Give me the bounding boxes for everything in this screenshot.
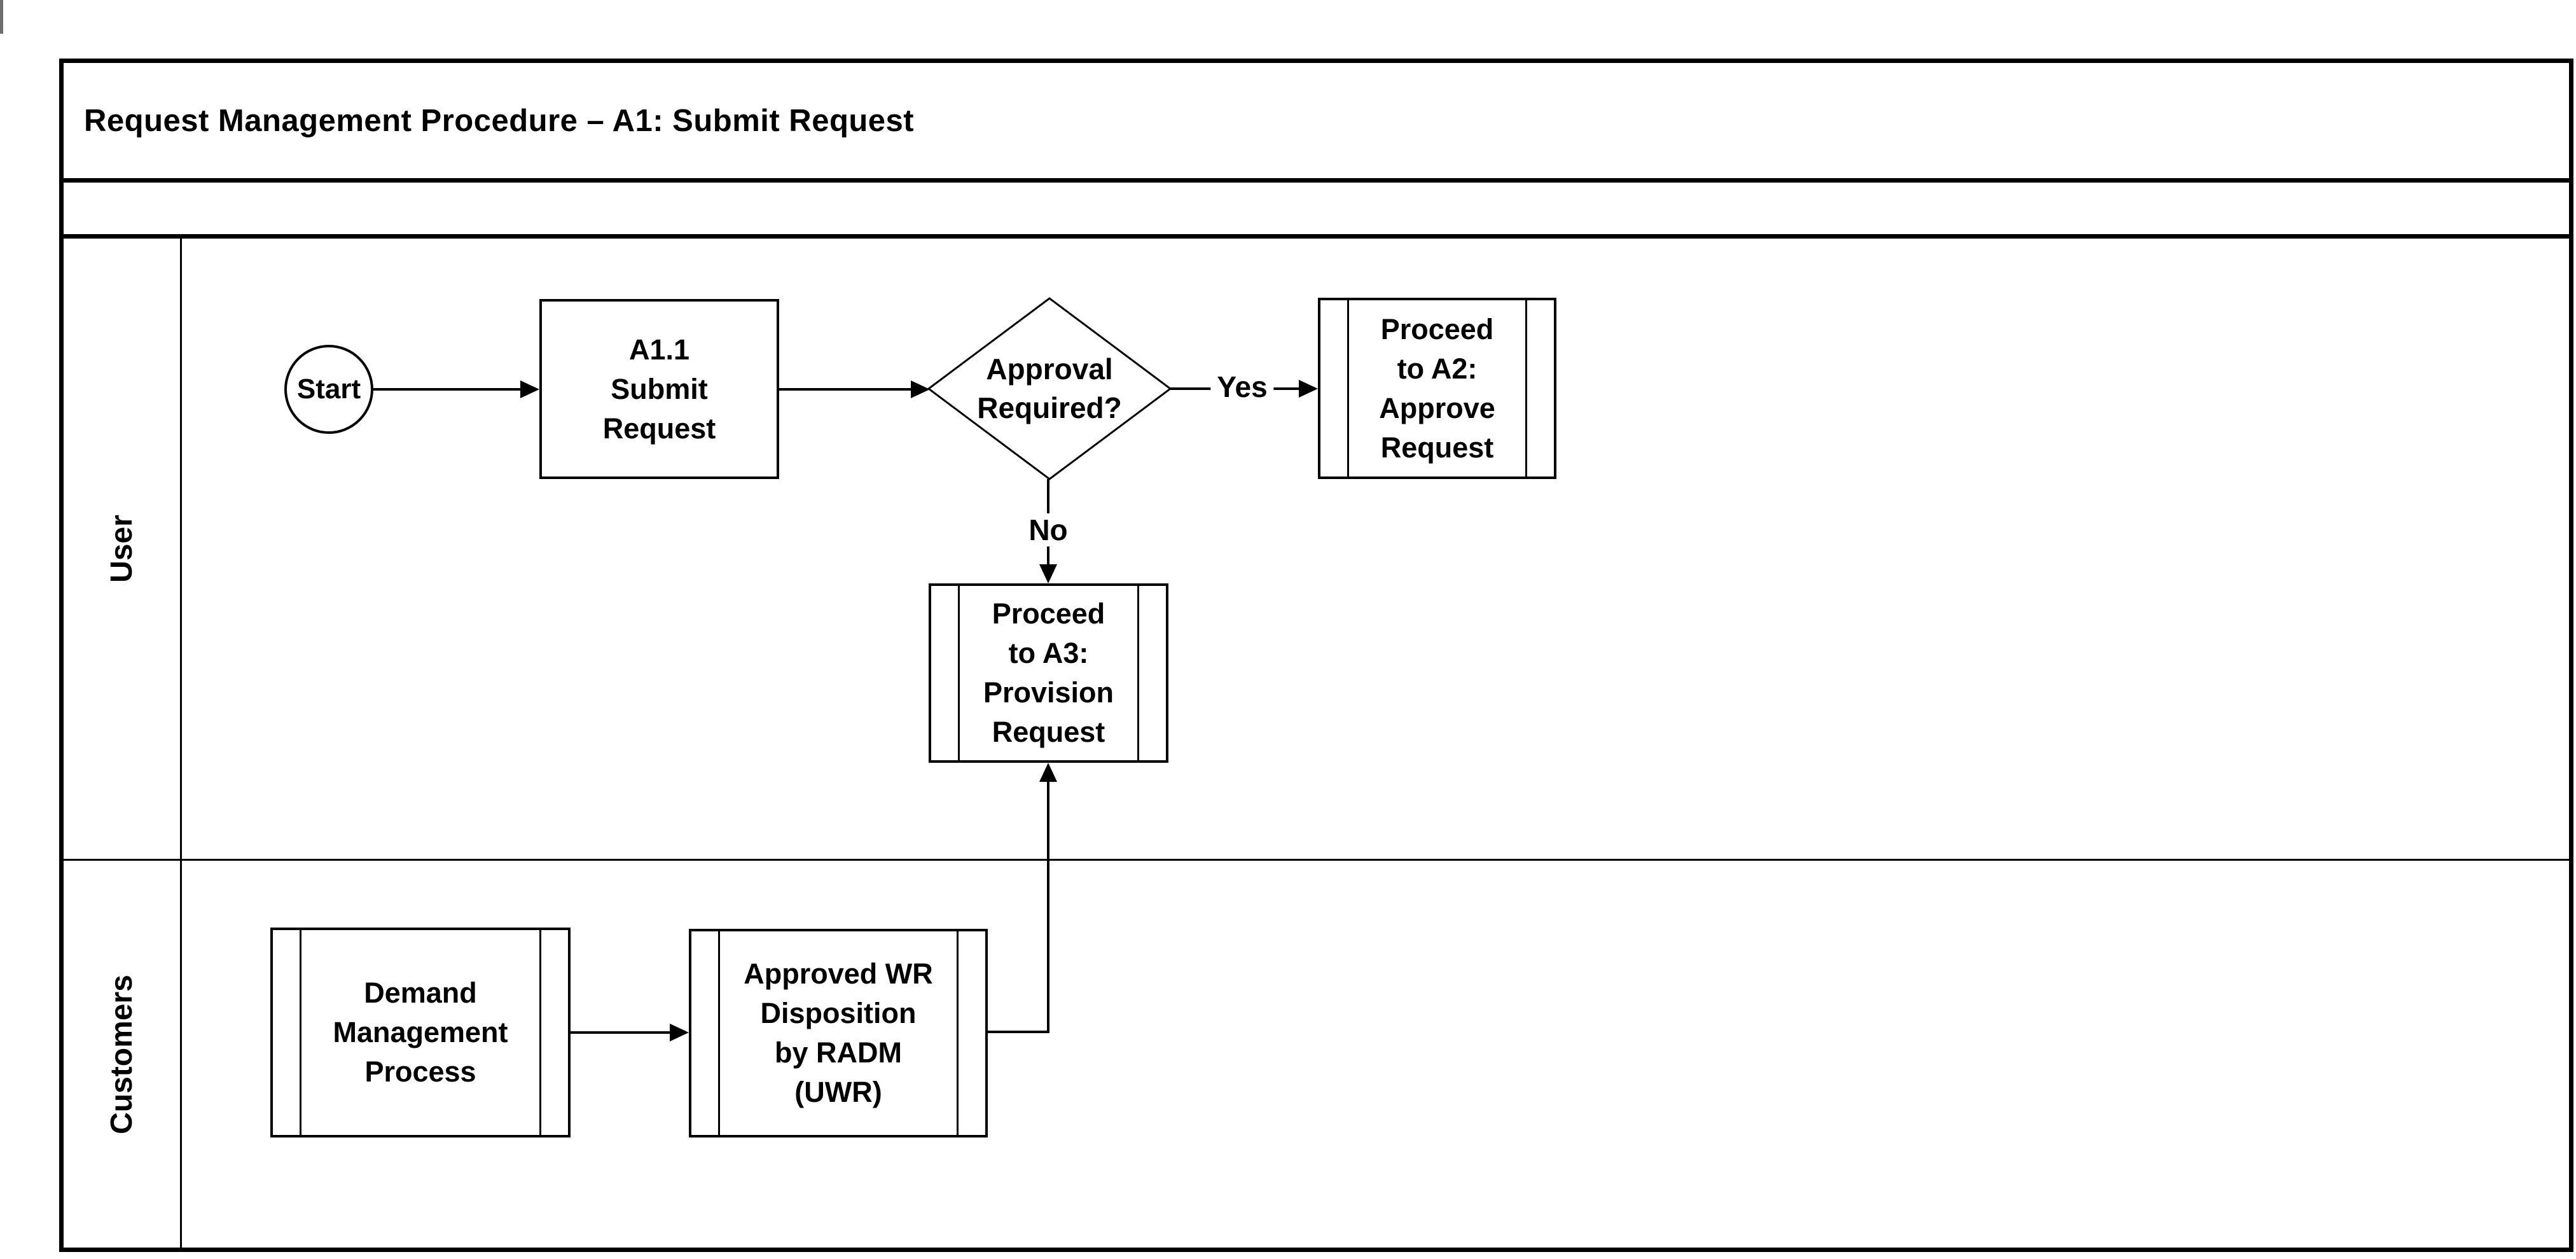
subprocess-bar-left — [718, 931, 720, 1135]
edge-awr-to-a3-horizontal — [988, 1031, 1049, 1033]
arrowhead-a11-to-decision — [911, 380, 930, 398]
arrowhead-demand-to-awr — [670, 1024, 689, 1041]
edge-label-yes: Yes — [1210, 370, 1274, 403]
decision-line: Approval — [986, 352, 1113, 386]
subprocess-proceed-a3: Proceed to A3: Provision Request — [929, 583, 1168, 763]
title-band-divider — [64, 178, 2569, 183]
subprocess-awr-line: by RADM — [775, 1036, 902, 1069]
subprocess-a3-line: to A3: — [1008, 637, 1089, 669]
subprocess-awr-line: (UWR) — [794, 1076, 882, 1108]
subprocess-awr-line: Approved WR — [744, 957, 933, 990]
subprocess-approved-wr-disposition: Approved WR Disposition by RADM (UWR) — [689, 929, 988, 1137]
page-title: Request Management Procedure – A1: Submi… — [84, 103, 915, 138]
process-a11-line: A1.1 — [628, 333, 690, 366]
subprocess-demand-line: Process — [364, 1055, 476, 1088]
lane-customers: Customers — [64, 861, 180, 1248]
process-a11-line: Submit — [611, 372, 708, 405]
subprocess-a2-line: Request — [1380, 431, 1494, 464]
subprocess-bar-right — [1137, 586, 1139, 760]
decision-line: Required? — [977, 391, 1122, 424]
corner-mark — [0, 0, 3, 34]
subprocess-a2-line: to A2: — [1397, 352, 1478, 385]
subprocess-bar-left — [300, 930, 301, 1135]
subprocess-bar-left — [1347, 300, 1349, 476]
arrowhead-start-to-a11 — [520, 380, 539, 398]
subprocess-bar-left — [958, 586, 960, 760]
decision-diamond-shape — [927, 297, 1172, 480]
subprocess-a2-line: Proceed — [1380, 312, 1494, 345]
lane-user-label: User — [104, 515, 139, 583]
start-node-label: Start — [296, 373, 361, 405]
subprocess-a3-line: Proceed — [992, 597, 1105, 630]
subprocess-awr-line: Disposition — [760, 997, 917, 1029]
arrowhead-decision-no — [1039, 564, 1057, 583]
subprocess-bar-right — [1525, 300, 1527, 476]
edge-a11-to-decision — [779, 388, 911, 391]
subprocess-bar-right — [539, 930, 541, 1135]
edge-label-no: No — [1022, 513, 1074, 546]
subprocess-demand-line: Demand — [364, 977, 477, 1009]
decision-approval-required: Approval Required? — [927, 297, 1172, 480]
arrowhead-awr-to-a3 — [1039, 763, 1057, 782]
lane-customers-label: Customers — [105, 974, 139, 1134]
subprocess-demand-management: Demand Management Process — [270, 928, 571, 1137]
process-a11-line: Request — [602, 412, 716, 445]
lane-divider — [64, 859, 2569, 861]
subtitle-band-divider — [64, 234, 2569, 239]
subprocess-demand-line: Management — [333, 1016, 508, 1048]
subprocess-a3-line: Provision — [983, 676, 1114, 709]
subprocess-proceed-a2: Proceed to A2: Approve Request — [1318, 298, 1556, 479]
edge-awr-to-a3-vertical — [1047, 782, 1049, 1033]
process-a11-submit-request: A1.1 Submit Request — [539, 299, 779, 479]
lane-label-column-divider — [180, 239, 182, 1248]
subprocess-a2-line: Approve — [1379, 391, 1495, 424]
lane-user: User — [64, 239, 180, 859]
arrowhead-decision-yes — [1299, 380, 1318, 398]
subprocess-a3-line: Request — [992, 716, 1105, 748]
edge-demand-to-awr — [571, 1031, 670, 1034]
subprocess-bar-right — [957, 931, 959, 1135]
title-band: Request Management Procedure – A1: Submi… — [64, 63, 2569, 178]
start-node: Start — [284, 345, 373, 434]
edge-start-to-a11 — [373, 388, 520, 391]
